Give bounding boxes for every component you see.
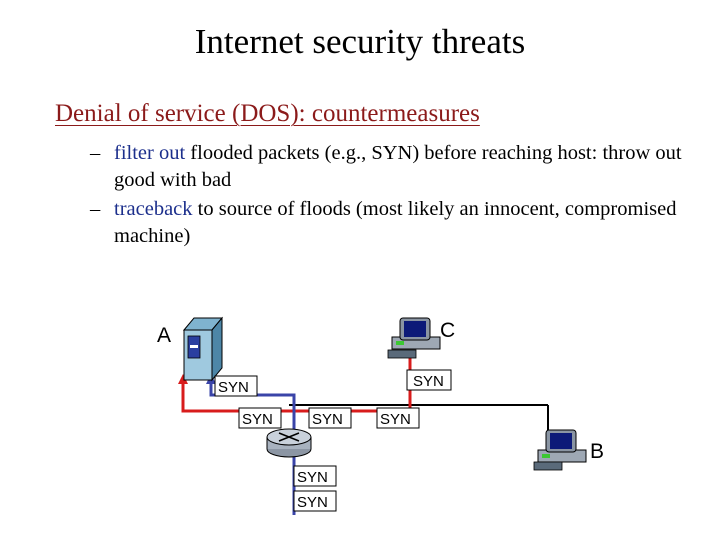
svg-text:SYN: SYN: [297, 469, 328, 486]
syn-packet: SYN: [293, 465, 337, 487]
bullet-highlight: filter out: [114, 142, 186, 164]
red-arrowhead: [178, 374, 188, 384]
svg-text:SYN: SYN: [413, 373, 444, 390]
computer-c-icon: [387, 317, 441, 359]
svg-text:SYN: SYN: [297, 494, 328, 511]
syn-packet: SYN: [406, 369, 452, 391]
svg-text:SYN: SYN: [218, 379, 249, 396]
bullet-list: –filter out flooded packets (e.g., SYN) …: [90, 140, 690, 252]
computer-b-icon: [533, 429, 587, 471]
bullet-text: to source of floods (most likely an inno…: [114, 198, 677, 247]
bullet-dash: –: [90, 198, 101, 220]
node-label-a: A: [157, 324, 171, 347]
node-label-b: B: [590, 440, 604, 463]
bullet-traceback: –traceback to source of floods (most lik…: [90, 196, 690, 250]
syn-packet: SYN: [376, 407, 420, 429]
syn-packet: SYN: [214, 375, 258, 397]
syn-packet: SYN: [293, 490, 337, 512]
node-label-c: C: [440, 319, 455, 342]
bullet-filter-out: –filter out flooded packets (e.g., SYN) …: [90, 140, 690, 194]
bullet-dash: –: [90, 142, 101, 164]
svg-text:SYN: SYN: [242, 411, 273, 428]
svg-text:SYN: SYN: [312, 411, 343, 428]
svg-text:SYN: SYN: [380, 411, 411, 428]
slide-title: Internet security threats: [194, 22, 526, 61]
section-heading: Denial of service (DOS): countermeasures: [55, 100, 480, 127]
syn-packet: SYN: [308, 407, 352, 429]
syn-packet: SYN: [238, 407, 282, 429]
bullet-text: flooded packets (e.g., SYN) before reach…: [114, 142, 682, 191]
server-a-icon: [182, 316, 224, 382]
bullet-highlight: traceback: [114, 198, 193, 220]
router-icon: [266, 428, 312, 458]
